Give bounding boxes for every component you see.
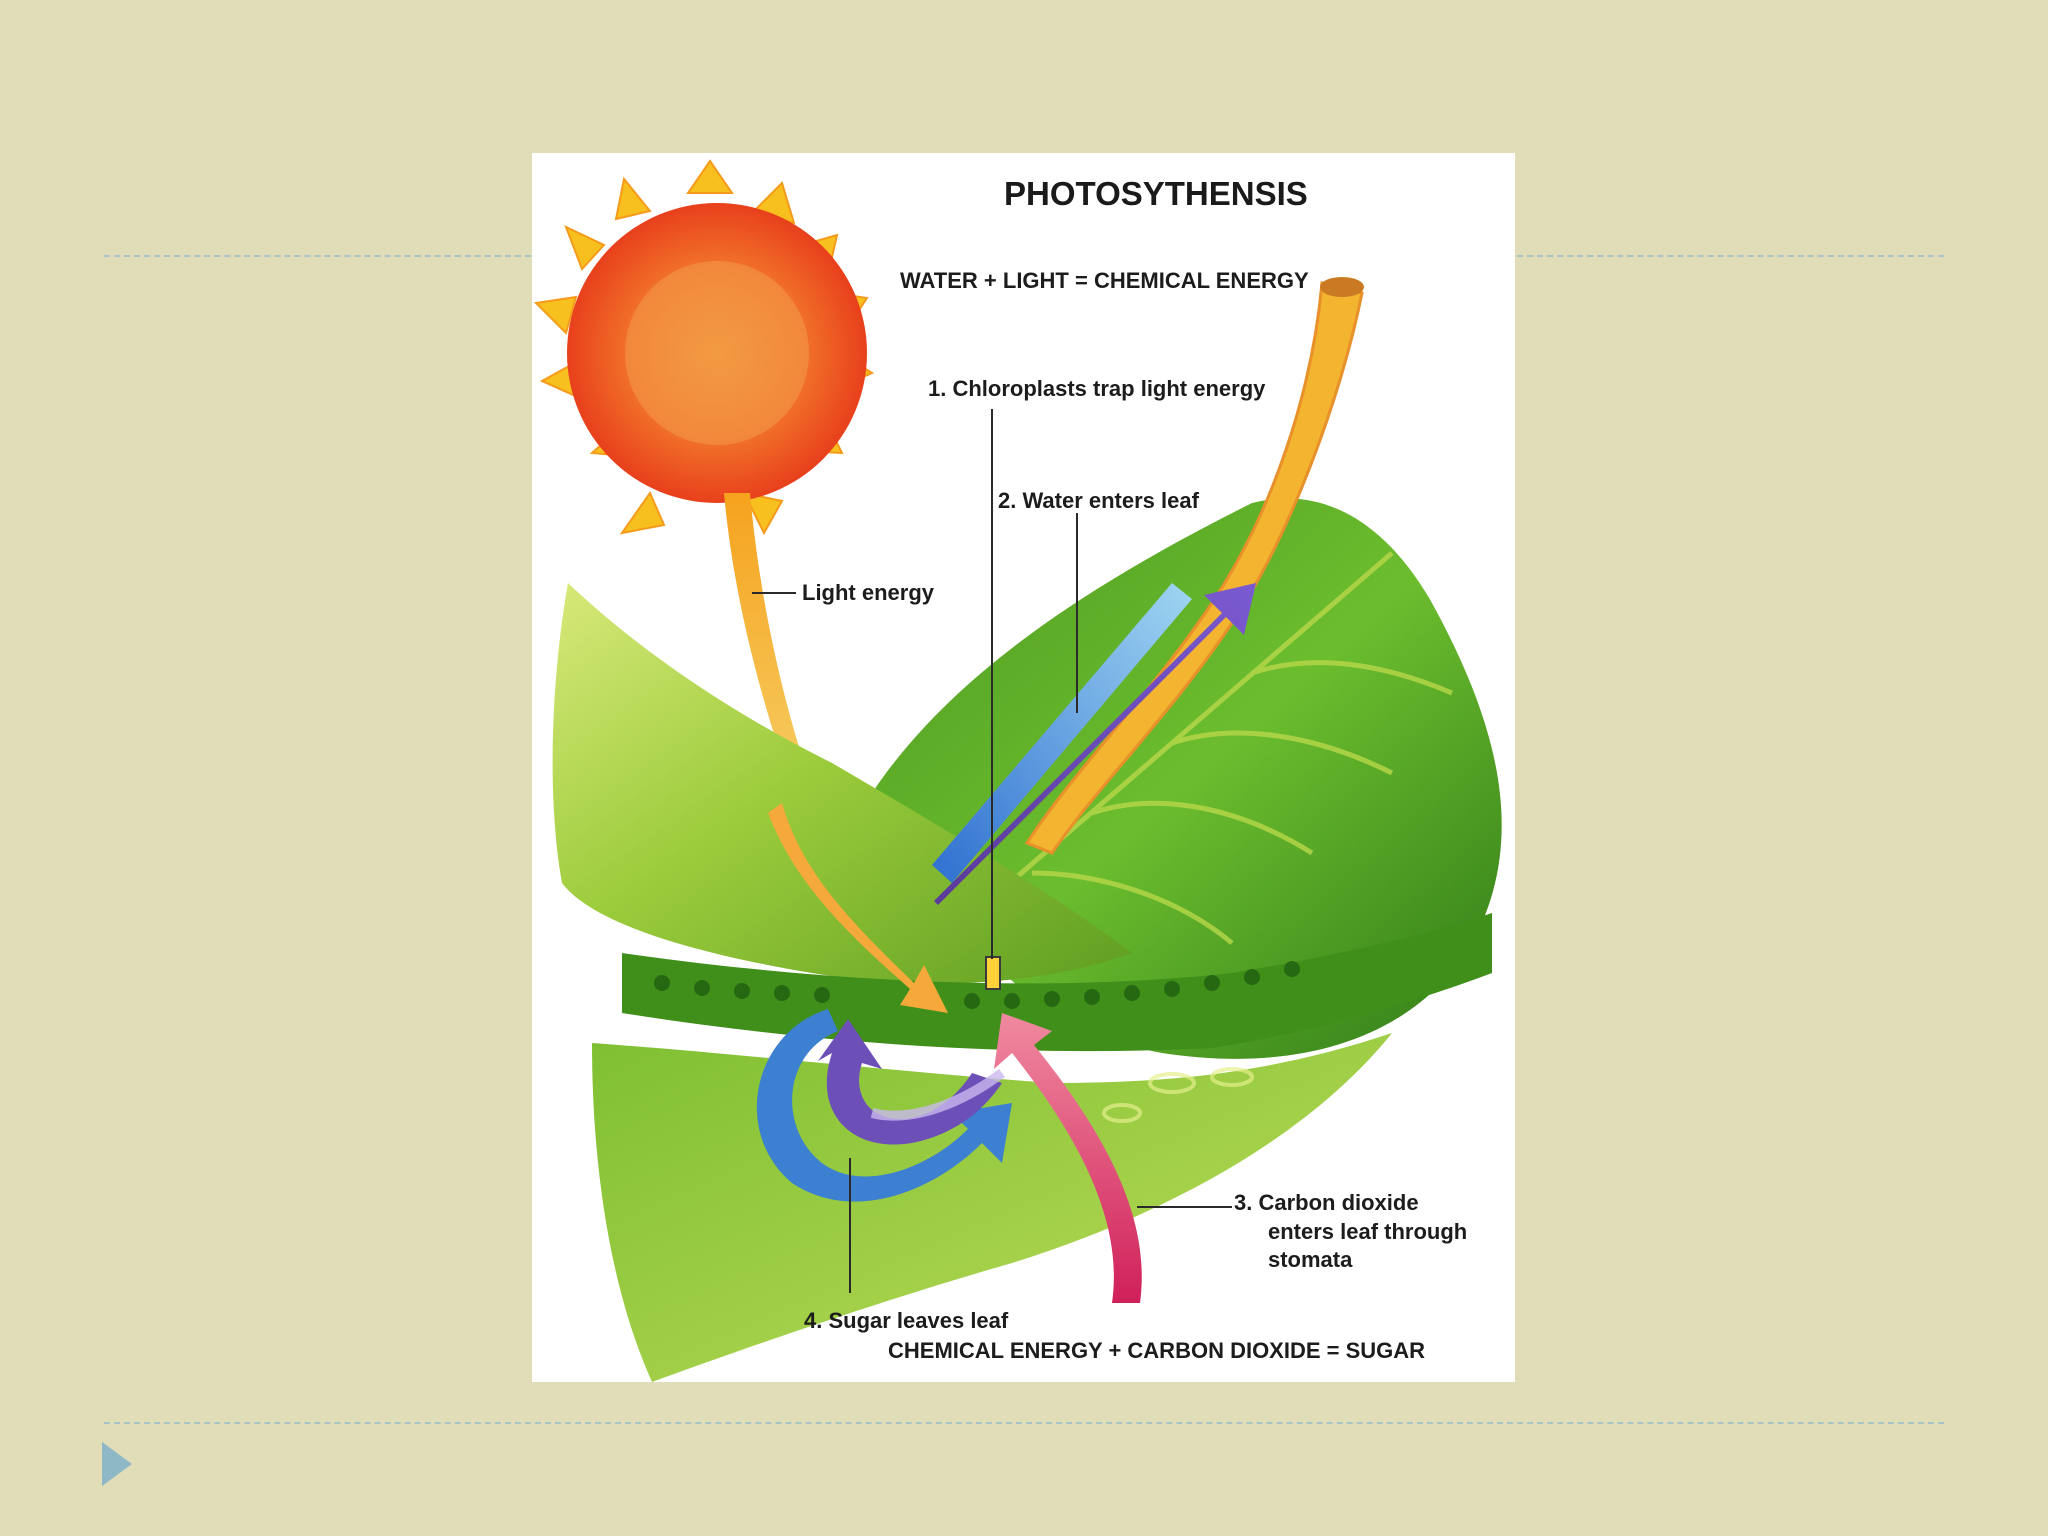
water-arrow <box>932 583 1192 883</box>
step-1-label: 1. Chloroplasts trap light energy <box>928 376 1266 401</box>
photosynthesis-illustration <box>533 159 1502 1382</box>
leaf-veins <box>950 551 1453 945</box>
step-3-label: 3. Carbon dioxide enters leaf through st… <box>1234 1189 1494 1275</box>
chloroplast-marker <box>985 956 1001 990</box>
leaf-mesophyll-layer <box>622 913 1492 1052</box>
sugar-upward-arrow <box>934 583 1256 905</box>
figure-title: PHOTOSYTHENSIS <box>1004 175 1308 212</box>
light-energy-arrow <box>724 493 802 757</box>
step-4-label: 4. Sugar leaves leaf <box>804 1308 1009 1333</box>
photosynthesis-figure: PHOTOSYTHENSIS WATER + LIGHT = CHEMICAL … <box>532 153 1515 1382</box>
carbon-dioxide-arrow <box>994 1013 1142 1303</box>
leaf-cross-section-top <box>552 583 1132 984</box>
sugar-loop-arrow-purple <box>818 1019 1002 1145</box>
step-3-line: enters leaf through <box>1268 1218 1468 1244</box>
label-leader-lines <box>752 409 1232 1293</box>
step-3-line: 3. Carbon dioxide <box>1234 1190 1419 1215</box>
sugar-loop-arrow-blue <box>756 1009 1012 1202</box>
light-energy-label: Light energy <box>802 580 935 605</box>
step-3-line: stomata <box>1268 1247 1353 1273</box>
equation-top: WATER + LIGHT = CHEMICAL ENERGY <box>900 268 1309 293</box>
light-into-chloroplast-arrow <box>768 803 948 1013</box>
next-slide-arrow-icon[interactable] <box>102 1442 132 1486</box>
sun-icon <box>533 159 875 536</box>
leaf-stem-tube <box>1024 281 1364 855</box>
step-2-label: 2. Water enters leaf <box>998 488 1199 513</box>
equation-bottom: CHEMICAL ENERGY + CARBON DIOXIDE = SUGAR <box>888 1338 1426 1363</box>
bottom-divider <box>104 1422 1944 1424</box>
